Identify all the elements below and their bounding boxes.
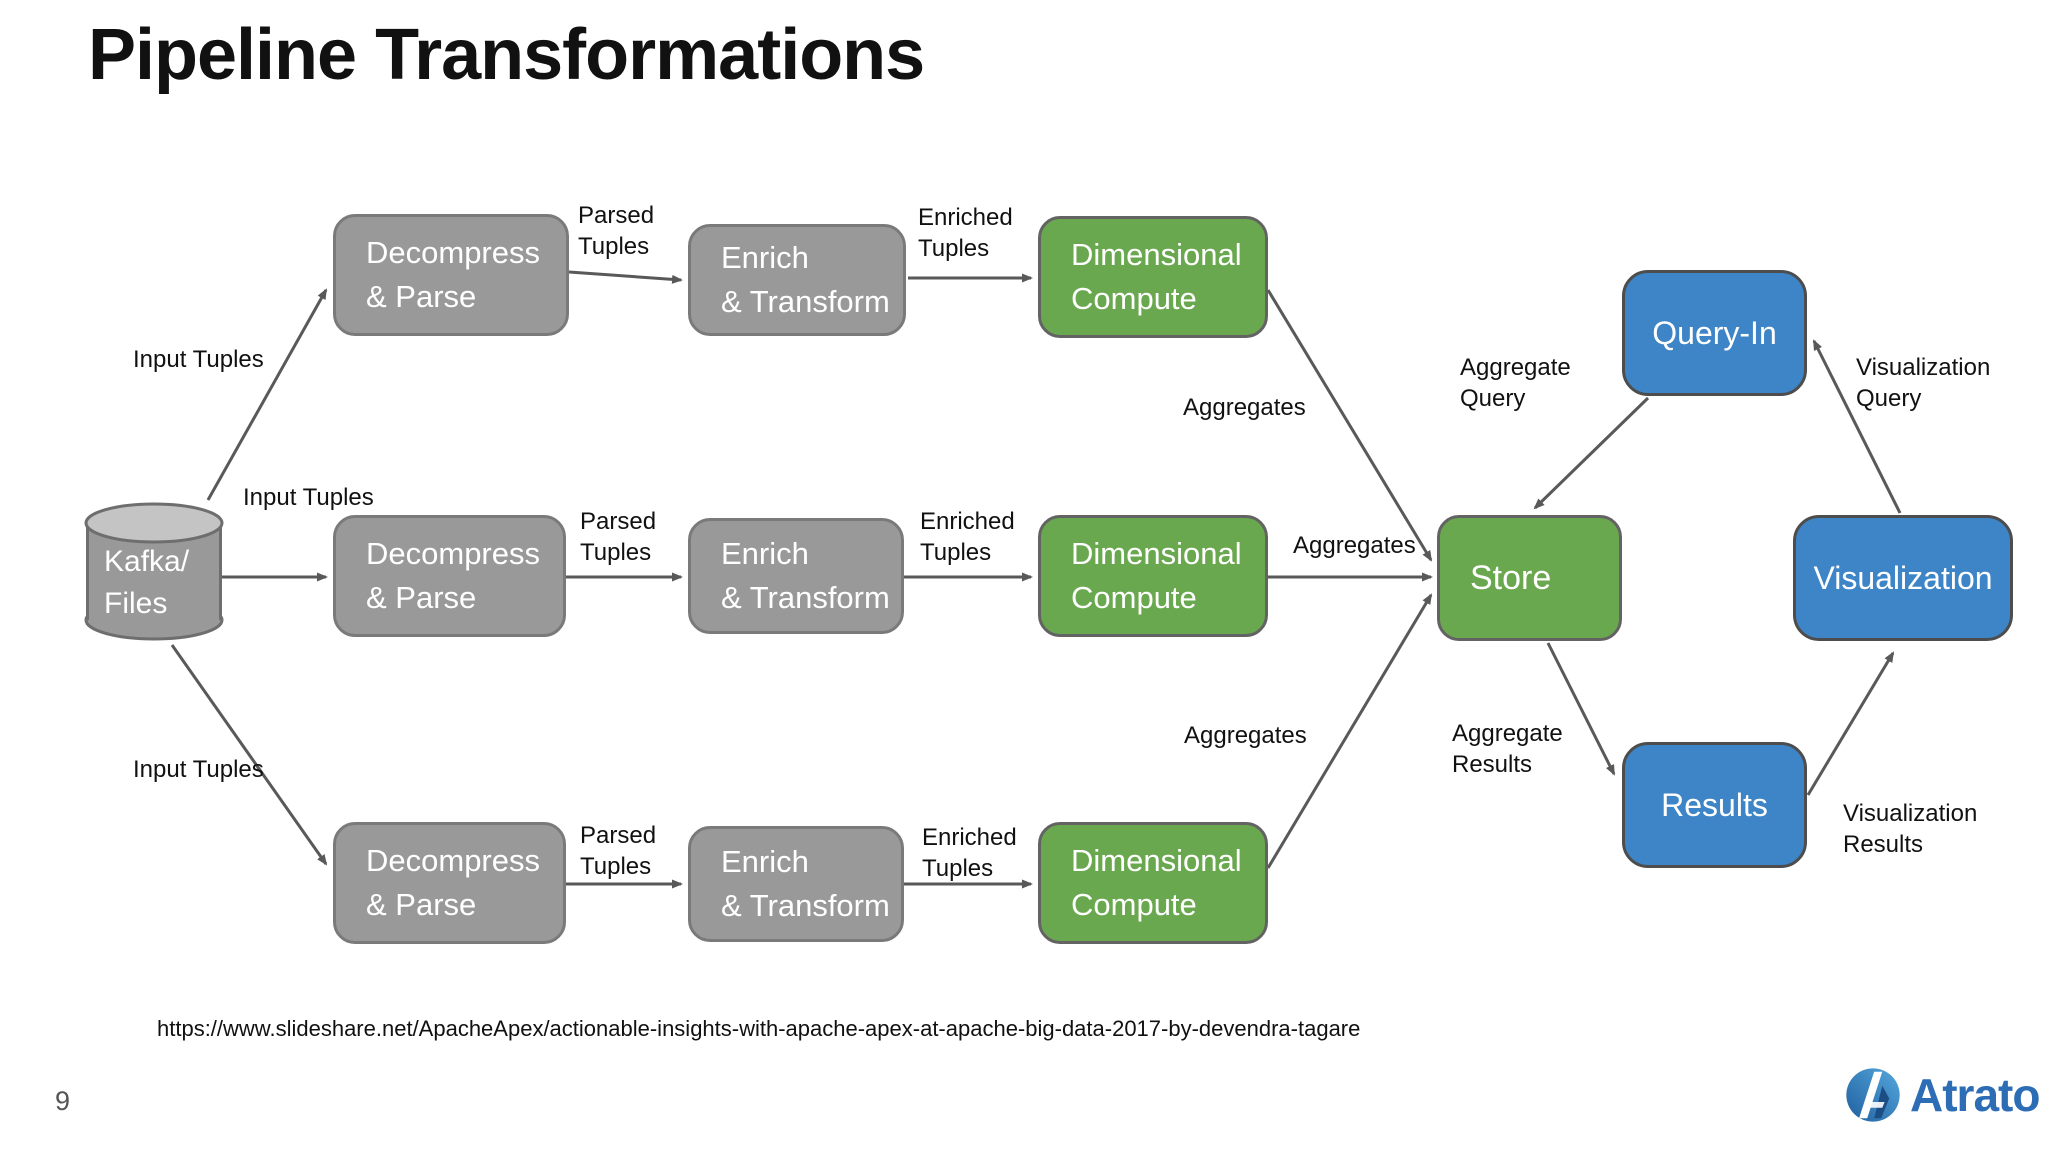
node-decompress-parse-mid: Decompress & Parse bbox=[333, 515, 566, 637]
edge-parsed-tuples-top bbox=[568, 270, 683, 284]
node-visualization: Visualization bbox=[1793, 515, 2013, 641]
label-input-tuples-top: Input Tuples bbox=[133, 346, 264, 373]
edge-store-to-results bbox=[1546, 642, 1616, 776]
node-query-in: Query-In bbox=[1622, 270, 1807, 396]
label-aggregates-top: Aggregates bbox=[1183, 394, 1306, 421]
label-enriched-tuples-bottom: Enriched Tuples bbox=[922, 824, 1017, 882]
label-input-tuples-bottom: Input Tuples bbox=[133, 756, 264, 783]
node-results: Results bbox=[1622, 742, 1807, 868]
edge-aggregates-top bbox=[1266, 289, 1433, 562]
atrato-logo: Atrato bbox=[1844, 1066, 2040, 1124]
label-aggregate-query: Aggregate Query bbox=[1460, 354, 1571, 412]
slide-title: Pipeline Transformations bbox=[88, 15, 925, 95]
label-parsed-tuples-mid: Parsed Tuples bbox=[580, 508, 657, 566]
node-enrich-transform-bottom: Enrich & Transform bbox=[688, 826, 904, 942]
edge-results-to-visualization bbox=[1806, 651, 1895, 796]
label-input-tuples-mid: Input Tuples bbox=[243, 484, 374, 511]
label-parsed-tuples-bottom: Parsed Tuples bbox=[580, 822, 657, 880]
node-dimensional-compute-top: Dimensional Compute bbox=[1038, 216, 1268, 338]
label-aggregates-mid: Aggregates bbox=[1293, 532, 1416, 559]
edge-kafka-to-decompress-bottom bbox=[170, 644, 328, 866]
label-enriched-tuples-top: Enriched Tuples bbox=[918, 204, 1013, 262]
node-store: Store bbox=[1437, 515, 1622, 641]
node-dimensional-compute-bottom: Dimensional Compute bbox=[1038, 822, 1268, 944]
edge-queryin-to-store bbox=[1533, 396, 1650, 510]
label-parsed-tuples-top: Parsed Tuples bbox=[578, 202, 655, 260]
label-enriched-tuples-mid: Enriched Tuples bbox=[920, 508, 1015, 566]
label-aggregates-bottom: Aggregates bbox=[1184, 722, 1307, 749]
label-aggregate-results: Aggregate Results bbox=[1452, 720, 1563, 778]
node-enrich-transform-mid: Enrich & Transform bbox=[688, 518, 904, 634]
atrato-logo-text: Atrato bbox=[1910, 1069, 2040, 1121]
node-decompress-parse-bottom: Decompress & Parse bbox=[333, 822, 566, 944]
node-kafka-files-label: Kafka/ Files bbox=[104, 545, 190, 620]
source-url: https://www.slideshare.net/ApacheApex/ac… bbox=[157, 1016, 1361, 1041]
node-dimensional-compute-mid: Dimensional Compute bbox=[1038, 515, 1268, 637]
edge-visualization-to-queryin bbox=[1812, 339, 1902, 514]
node-enrich-transform-top: Enrich & Transform bbox=[688, 224, 906, 336]
page-number: 9 bbox=[55, 1086, 71, 1116]
label-visualization-query: Visualization Query bbox=[1856, 354, 1991, 412]
edge-aggregates-bottom bbox=[1266, 593, 1433, 869]
edge-kafka-to-decompress-top bbox=[206, 288, 328, 501]
node-decompress-parse-top: Decompress & Parse bbox=[333, 214, 569, 336]
atrato-logo-icon bbox=[1846, 1068, 1900, 1122]
label-visualization-results: Visualization Results bbox=[1843, 800, 1978, 858]
kafka-cylinder bbox=[84, 502, 224, 641]
